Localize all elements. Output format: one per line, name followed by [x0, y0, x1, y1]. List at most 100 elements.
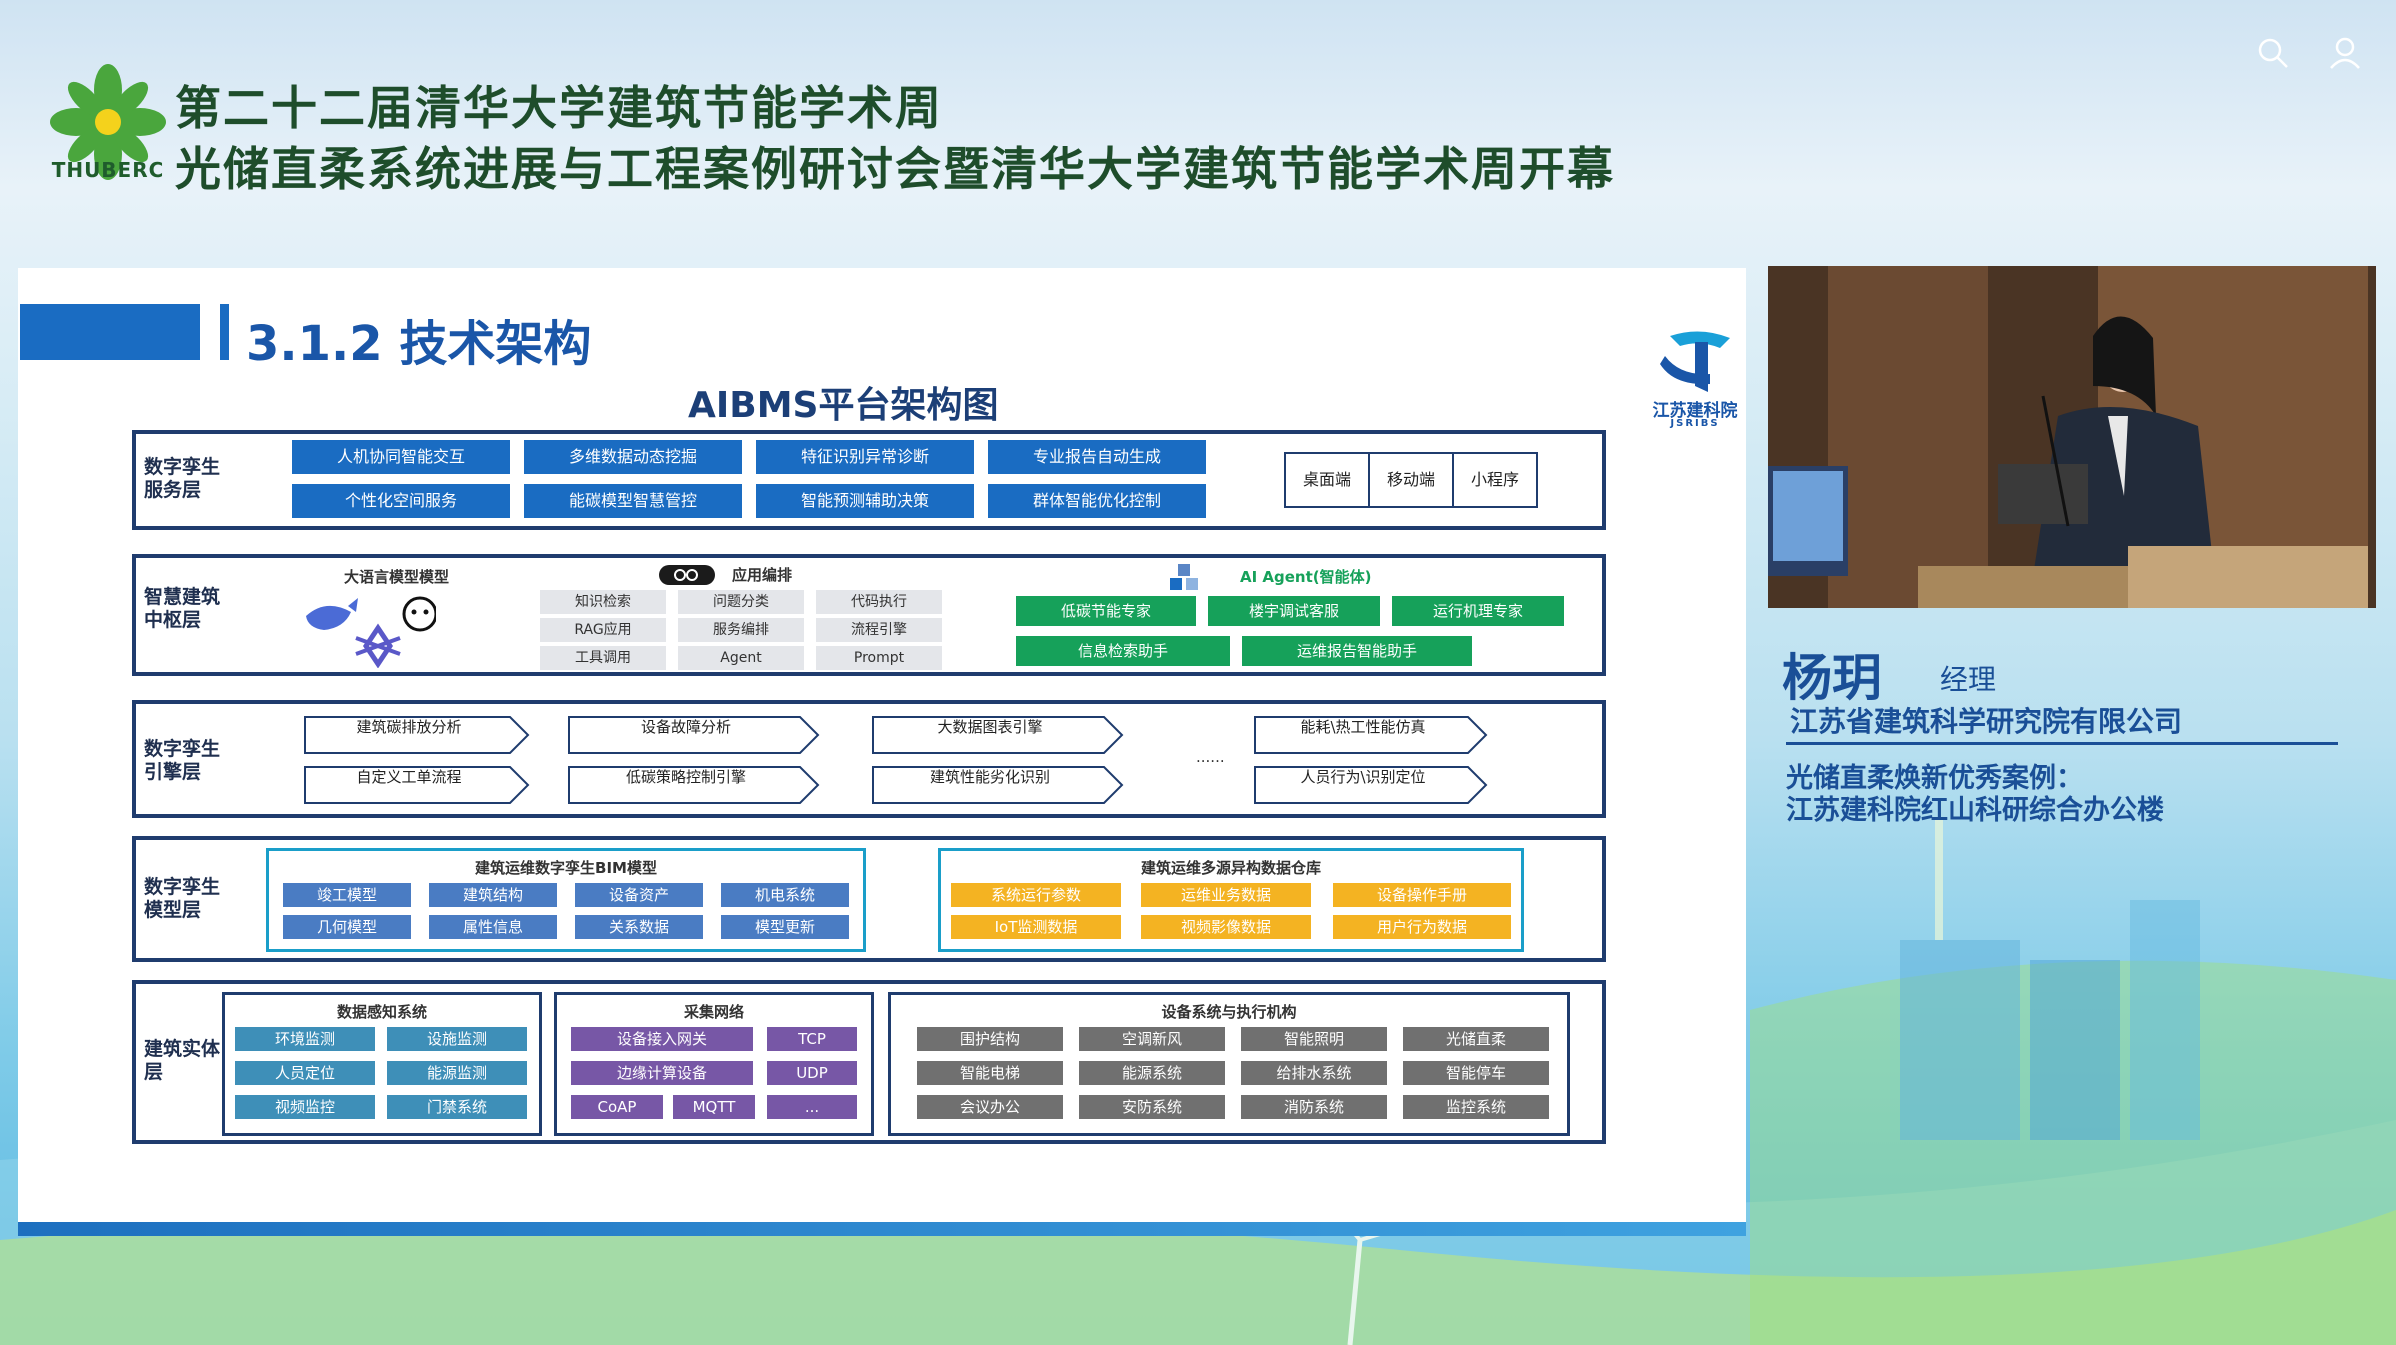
- layer-entity: 建筑实体层 数据感知系统 环境监测 设施监测 人员定位 能源监测 视频监控 门禁…: [132, 980, 1606, 1144]
- data-item: 视频影像数据: [1141, 915, 1311, 939]
- institute-abbr: JSRIBS: [1670, 418, 1720, 429]
- bim-item: 机电系统: [721, 883, 849, 907]
- agent-item: 楼宇调试客服: [1208, 596, 1380, 626]
- speaker-organization: 江苏省建筑科学研究院有限公司: [1790, 705, 2183, 738]
- logo-text: THUBERC: [51, 158, 165, 182]
- event-title: 第二十二届清华大学建筑节能学术周: [175, 81, 943, 135]
- layer-label: 数字孪生服务层: [144, 456, 221, 501]
- data-item: IoT监测数据: [951, 915, 1121, 939]
- speaker-name: 杨玥: [1782, 649, 1882, 707]
- net-item: TCP: [767, 1027, 857, 1051]
- service-item: 特征识别异常诊断: [756, 440, 974, 474]
- device-item: 监控系统: [1403, 1095, 1549, 1119]
- engine-item: 人员行为\识别定位: [1254, 766, 1488, 804]
- device-item: 智能照明: [1241, 1027, 1387, 1051]
- title-bar-decoration: [20, 304, 200, 360]
- engine-item: 能耗\热工性能仿真: [1254, 716, 1488, 754]
- video-frame-image: [1768, 266, 2376, 608]
- layer-label: 建筑实体层: [144, 1038, 221, 1083]
- service-item: 多维数据动态挖掘: [524, 440, 742, 474]
- engine-item: 自定义工单流程: [304, 766, 530, 804]
- architecture-title: AIBMS平台架构图: [688, 385, 999, 426]
- sense-item: 能源监测: [387, 1061, 527, 1085]
- net-item: CoAP: [571, 1095, 663, 1119]
- terminal-desktop: 桌面端: [1284, 452, 1370, 508]
- agent-item: 运行机理专家: [1392, 596, 1564, 626]
- service-item: 专业报告自动生成: [988, 440, 1206, 474]
- speaker-topic-line1: 光储直柔焕新优秀案例：: [1786, 763, 2083, 794]
- user-icon[interactable]: [2328, 36, 2362, 70]
- data-warehouse-title: 建筑运维多源异构数据仓库: [1140, 859, 1321, 877]
- app-item: 代码执行: [816, 590, 942, 614]
- device-item: 给排水系统: [1241, 1061, 1387, 1085]
- speaker-video: [1768, 266, 2376, 608]
- device-item: 会议办公: [917, 1095, 1063, 1119]
- agent-item: 信息检索助手: [1016, 636, 1230, 666]
- llm-icons: [306, 596, 436, 668]
- network-panel-title: 采集网络: [683, 1003, 744, 1021]
- device-item: 消防系统: [1241, 1095, 1387, 1119]
- data-item: 用户行为数据: [1333, 915, 1511, 939]
- speaker-topic-line2: 江苏建科院红山科研综合办公楼: [1786, 795, 2164, 826]
- agent-item: 运维报告智能助手: [1242, 636, 1472, 666]
- service-item: 人机协同智能交互: [292, 440, 510, 474]
- device-item: 能源系统: [1079, 1061, 1225, 1085]
- app-item: Prompt: [816, 646, 942, 670]
- net-item: ...: [767, 1095, 857, 1119]
- bim-item: 竣工模型: [283, 883, 411, 907]
- device-item: 空调新风: [1079, 1027, 1225, 1051]
- layer-engine: 数字孪生引擎层 建筑碳排放分析 设备故障分析 大数据图表引擎 能耗\热工性能仿真…: [132, 700, 1606, 818]
- layer-hub: 智慧建筑中枢层 大语言模型模型 应用编排 知识检索 问题分类 代码执行 RAG应…: [132, 554, 1606, 676]
- layer-label: 智慧建筑中枢层: [144, 586, 221, 631]
- device-item: 智能电梯: [917, 1061, 1063, 1085]
- net-item: UDP: [767, 1061, 857, 1085]
- app-item: 知识检索: [540, 590, 666, 614]
- service-item: 智能预测辅助决策: [756, 484, 974, 518]
- bim-item: 模型更新: [721, 915, 849, 939]
- layer-model: 数字孪生模型层 建筑运维数字孪生BIM模型 竣工模型 建筑结构 设备资产 机电系…: [132, 836, 1606, 962]
- engine-ellipsis: ......: [1196, 748, 1225, 766]
- device-panel: 设备系统与执行机构 围护结构 空调新风 智能照明 光储直柔 智能电梯 能源系统 …: [888, 992, 1570, 1136]
- sensing-panel-title: 数据感知系统: [336, 1003, 427, 1021]
- engine-item: 建筑碳排放分析: [304, 716, 530, 754]
- event-subtitle: 光储直柔系统进展与工程案例研讨会暨清华大学建筑节能学术周开幕: [175, 142, 1615, 196]
- presentation-slide: 3.1.2 技术架构 江苏建科院 JSRIBS AIBMS平台架构图 数字孪生服…: [18, 268, 1746, 1228]
- service-item: 群体智能优化控制: [988, 484, 1206, 518]
- app-item: 工具调用: [540, 646, 666, 670]
- app-item: Agent: [678, 646, 804, 670]
- sense-item: 环境监测: [235, 1027, 375, 1051]
- search-icon[interactable]: [2256, 36, 2290, 70]
- net-item: 设备接入网关: [571, 1027, 753, 1051]
- device-item: 安防系统: [1079, 1095, 1225, 1119]
- bim-item: 设备资产: [575, 883, 703, 907]
- app-item: 问题分类: [678, 590, 804, 614]
- bim-panel: 建筑运维数字孪生BIM模型 竣工模型 建筑结构 设备资产 机电系统 几何模型 属…: [266, 848, 866, 952]
- device-item: 智能停车: [1403, 1061, 1549, 1085]
- engine-item: 设备故障分析: [568, 716, 820, 754]
- engine-item: 大数据图表引擎: [872, 716, 1124, 754]
- jsrjs-logo-icon: [1660, 331, 1730, 392]
- app-item: 服务编排: [678, 618, 804, 642]
- slide-bottom-bar: [18, 1222, 1746, 1236]
- bim-item: 几何模型: [283, 915, 411, 939]
- data-item: 运维业务数据: [1141, 883, 1311, 907]
- bim-item: 关系数据: [575, 915, 703, 939]
- flower-logo-icon: [50, 64, 166, 180]
- app-item: RAG应用: [540, 618, 666, 642]
- llm-label: 大语言模型模型: [344, 568, 450, 586]
- app-item: 流程引擎: [816, 618, 942, 642]
- device-item: 光储直柔: [1403, 1027, 1549, 1051]
- title-bar-decoration-thin: [220, 304, 229, 360]
- app-orchestration-label: 应用编排: [732, 566, 793, 584]
- net-item: MQTT: [673, 1095, 755, 1119]
- layer-label: 数字孪生引擎层: [144, 738, 221, 783]
- device-item: 围护结构: [917, 1027, 1063, 1051]
- service-item: 个性化空间服务: [292, 484, 510, 518]
- data-warehouse-panel: 建筑运维多源异构数据仓库 系统运行参数 运维业务数据 设备操作手册 IoT监测数…: [938, 848, 1524, 952]
- slide-section-title: 3.1.2 技术架构: [246, 316, 592, 372]
- engine-item: 建筑性能劣化识别: [872, 766, 1124, 804]
- engine-item: 低碳策略控制引擎: [568, 766, 820, 804]
- sense-item: 门禁系统: [387, 1095, 527, 1119]
- device-panel-title: 设备系统与执行机构: [1161, 1003, 1297, 1021]
- service-item: 能碳模型智慧管控: [524, 484, 742, 518]
